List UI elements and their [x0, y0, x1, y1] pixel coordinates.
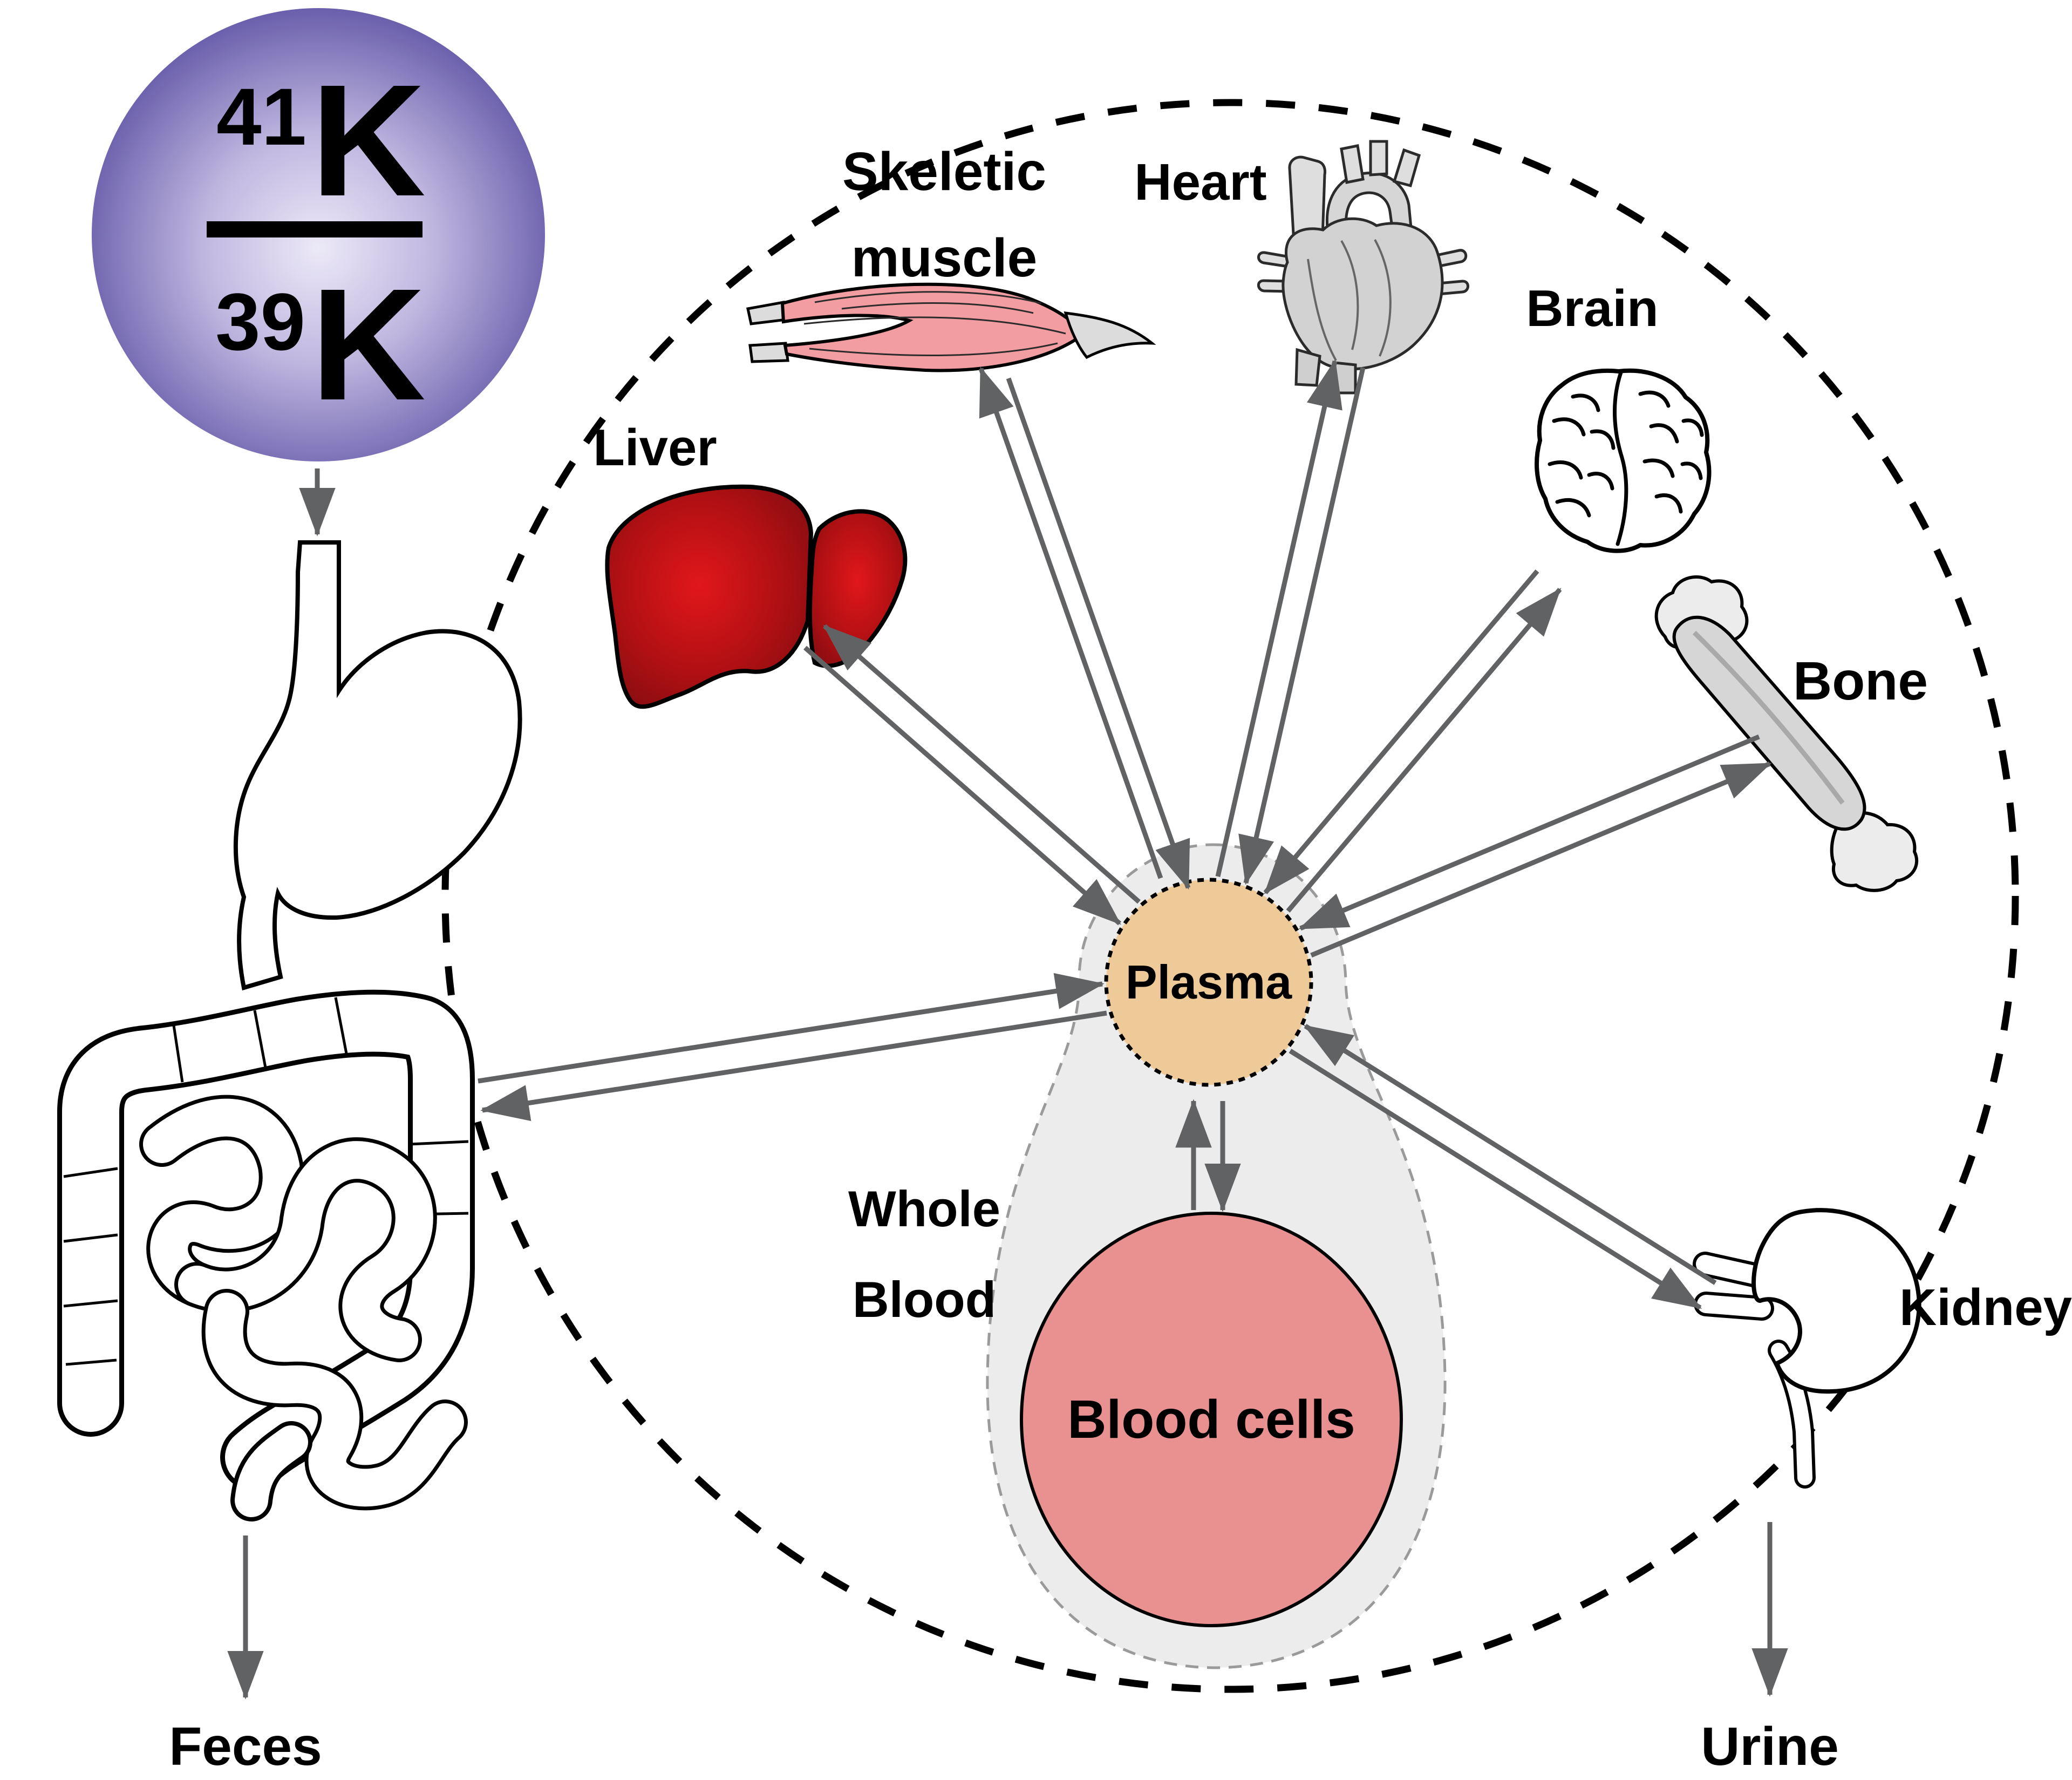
liver-left-lobe	[605, 484, 814, 709]
isotope-denominator-symbol: K	[311, 255, 426, 433]
flux-arrows	[227, 359, 1788, 1700]
heart-illustration	[1257, 140, 1469, 395]
heart-bottom-vessel	[1294, 348, 1321, 387]
urine-label: Urine	[1701, 1716, 1839, 1777]
skeletal-muscle-label-line2: muscle	[851, 228, 1038, 288]
labels: Heart Skeletic muscle Brain Liver Bone K…	[169, 141, 2072, 1777]
arrow-plasma-to-bone	[1310, 761, 1772, 958]
brain-illustration	[1535, 368, 1712, 553]
bone-label: Bone	[1793, 651, 1928, 711]
isotope-denominator-mass: 39	[215, 276, 305, 367]
muscle-belly	[780, 282, 1083, 372]
whole-blood-label-line1: Whole	[848, 1180, 1000, 1237]
heart-body	[1282, 217, 1444, 371]
muscle-tendon-tip-upper	[746, 301, 788, 325]
liver-illustration	[605, 484, 908, 709]
arrow-heart-to-plasma	[1238, 367, 1366, 885]
arrow-kidney-to-plasma	[1303, 1024, 1717, 1285]
arrow-brain-to-plasma	[1263, 569, 1539, 894]
heart-arch-branch	[1369, 140, 1388, 176]
kidney-label: Kidney	[1899, 1279, 2072, 1336]
heart-bottom-vessel	[1333, 361, 1357, 395]
bone-knob-bottom	[1830, 811, 1919, 892]
heart-pulmonary-stub	[1257, 251, 1291, 268]
skeletal-muscle-label-line1: Skeletic	[842, 141, 1046, 202]
blood-cells-circle	[1020, 1212, 1403, 1627]
arrow-liver-to-plasma	[803, 646, 1121, 926]
muscle-tendon-tip-lower	[748, 342, 789, 363]
isotope-numerator-mass: 41	[216, 71, 306, 162]
blood-cells-label: Blood cells	[1067, 1389, 1355, 1450]
liver-right-lobe	[807, 509, 908, 668]
tracer-sphere: 41 K 39 K	[92, 8, 545, 461]
skeletal-muscle-illustration	[746, 282, 1156, 372]
arrow-plasma-to-liver	[823, 624, 1141, 904]
heart-pulmonary-stub	[1257, 279, 1290, 293]
small-intestine-coils	[139, 1095, 468, 1511]
bone-shaft-ridge	[1692, 630, 1845, 805]
bone-illustration	[1654, 575, 1919, 892]
whole-blood-label-line2: Blood	[853, 1271, 996, 1328]
plasma-label: Plasma	[1126, 955, 1292, 1009]
liver-label: Liver	[593, 419, 717, 477]
arrow-plasma-to-muscle	[978, 366, 1163, 879]
heart-arch-branch	[1340, 144, 1365, 184]
stomach-esophagus	[233, 540, 522, 991]
arrow-plasma-to-kidney	[1289, 1049, 1702, 1310]
heart-label: Heart	[1134, 153, 1266, 211]
heart-aorta	[1325, 172, 1413, 237]
brain-label: Brain	[1526, 280, 1658, 337]
heart-inner-detail	[1307, 239, 1392, 361]
muscle-fibers	[803, 291, 1066, 356]
system-boundary-dashed-circle	[441, 99, 2019, 1693]
isotope-numerator-symbol: K	[311, 51, 426, 229]
brain-central-fissure	[1612, 370, 1628, 546]
brain-gyri	[1548, 390, 1704, 518]
muscle-tendon-right	[1064, 311, 1156, 359]
arrow-plasma-to-heart	[1215, 359, 1342, 877]
fraction-bar	[207, 221, 422, 237]
plasma-circle	[1104, 878, 1313, 1087]
arrow-muscle-to-plasma	[1006, 377, 1191, 890]
arrow-plasma-to-gut	[480, 1010, 1107, 1122]
heart-svc-vessel	[1288, 155, 1326, 244]
arrow-bone-to-plasma	[1298, 734, 1760, 931]
kidney-outline	[1751, 1208, 1921, 1394]
heart-arch-branch	[1392, 148, 1421, 188]
bone-shaft	[1672, 615, 1866, 831]
arrow-gut-to-plasma	[478, 973, 1105, 1084]
arrow-plasma-to-brain	[1286, 588, 1562, 913]
kidney-illustration	[1693, 1208, 1921, 1489]
feces-label: Feces	[169, 1716, 322, 1777]
gi-tract-illustration	[57, 540, 522, 1521]
